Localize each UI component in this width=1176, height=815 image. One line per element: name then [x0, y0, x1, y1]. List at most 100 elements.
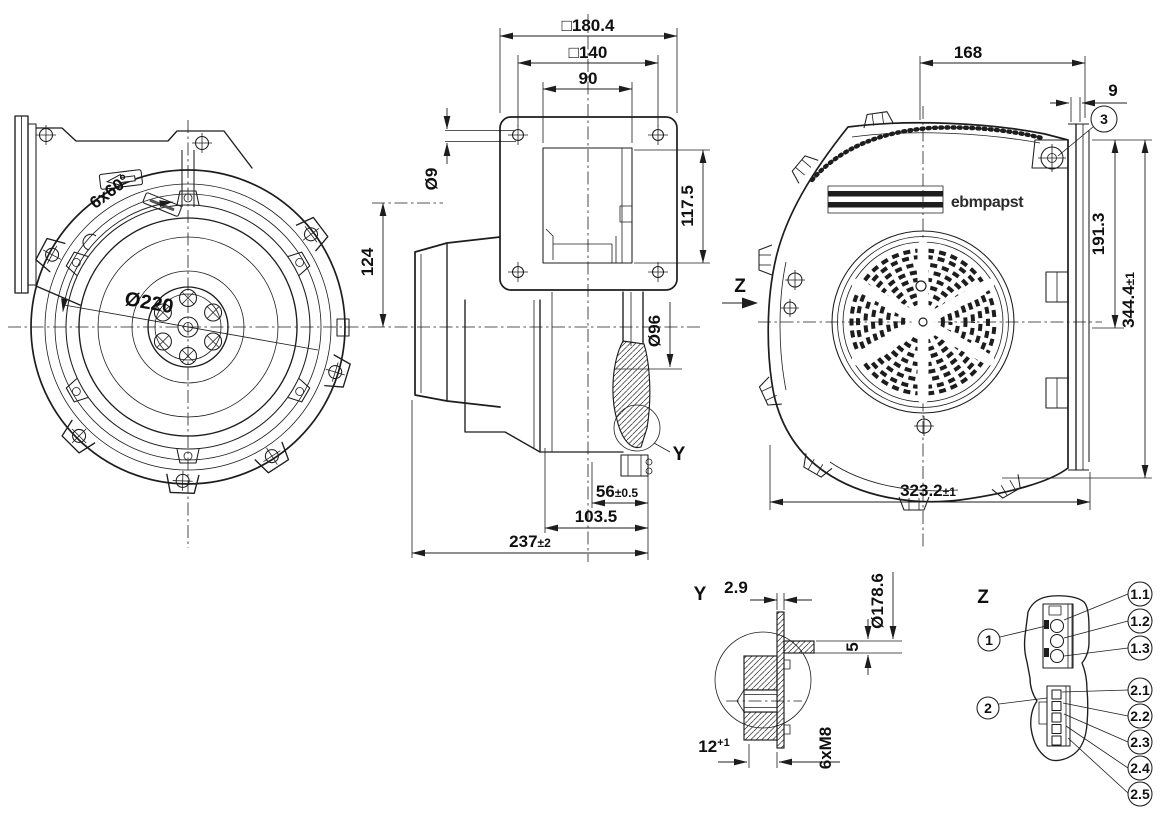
outlet-flange-section	[612, 340, 651, 449]
dim-text-flange-outer: □180.4	[562, 16, 615, 35]
pin-label-2-5: 2.5	[1130, 786, 1150, 802]
grille-spokes	[851, 240, 995, 404]
side-outlet-duct	[612, 291, 682, 477]
dim-text-outlet-dia: Ø96	[645, 315, 664, 347]
pin-label-2-3: 2.3	[1130, 734, 1150, 750]
dim-text-opening-height: 117.5	[678, 185, 697, 227]
dim-text-spigot-dia: Ø178.6	[868, 573, 887, 629]
pin-label-2-2: 2.2	[1130, 708, 1150, 724]
front-diagonal-dimension-line	[63, 304, 319, 351]
screw-icon	[36, 125, 56, 145]
side-motor-body	[464, 292, 624, 453]
back-inner-edge-top	[851, 132, 1041, 144]
back-wall-flange	[1031, 123, 1090, 471]
outlet-clamp	[620, 454, 653, 477]
pin-label-2-4: 2.4	[1130, 760, 1150, 776]
pin-label-2-1: 2.1	[1130, 682, 1150, 698]
dim-text-thread-depth: 12+1	[698, 737, 729, 756]
dim-text-hole-dia: Ø9	[422, 168, 441, 191]
dim-text-hole-pattern: 6x60°	[86, 170, 133, 212]
dim-step-depth: 103.5	[544, 448, 649, 533]
dim-text-flange-thickness: 9	[1108, 81, 1117, 100]
connector-block-1	[1042, 603, 1074, 669]
dim-thread-depth: 12+1	[698, 737, 840, 768]
connector-1-number: 1	[985, 632, 993, 648]
view-z-label: Z	[734, 276, 746, 297]
detail-z-title: Z	[977, 587, 989, 608]
back-inner-edge-left	[779, 261, 787, 391]
back-serration-band	[809, 125, 1045, 183]
callout-3-number: 3	[1100, 111, 1108, 127]
front-top-bracket	[36, 125, 212, 207]
dim-text-top-width: 168	[954, 43, 982, 62]
dim-total-width: 323.2±1	[769, 445, 1091, 510]
side-inlet-cone	[414, 236, 501, 408]
side-tab	[336, 318, 350, 337]
back-inner-edge-bottom	[829, 461, 959, 492]
dim-outlet-width: 90	[542, 69, 633, 143]
detail-y-callout: Y	[613, 404, 686, 465]
dim-hole-pattern: 6x60°	[61, 170, 173, 312]
dim-text-upper-height: 191.3	[1089, 213, 1108, 256]
dim-hole-dia: Ø9	[422, 108, 516, 190]
pin-label-1-1: 1.1	[1130, 586, 1150, 602]
detail-y: Y 2.9 Ø178.6 5 12+1 6xM8	[694, 572, 902, 769]
back-louver-slots	[827, 185, 944, 214]
dim-total-height: 344.4±1	[1002, 139, 1152, 479]
back-screws	[781, 270, 934, 436]
dim-spigot-height: 5	[790, 619, 902, 675]
pin-callouts: 1.1 1.2 1.3 2.1 2.2 2.3 2.4 2.5	[1061, 581, 1153, 807]
front-mounting-ears	[35, 216, 351, 494]
dim-upper-height: 191.3	[1089, 139, 1152, 329]
detail-y-ref-label: Y	[673, 444, 686, 465]
pin-label-1-3: 1.3	[1130, 640, 1150, 656]
connector-block-2	[1038, 685, 1071, 747]
dim-face-offset: 56±0.5	[591, 455, 649, 560]
dim-text-step-depth: 103.5	[575, 507, 618, 526]
back-housing-outline	[767, 121, 1069, 503]
callout-connector-2: 2	[976, 696, 1048, 720]
dim-text-total-height: 344.4±1	[1119, 272, 1138, 328]
view-z-arrowhead	[742, 297, 758, 309]
detail-y-title: Y	[694, 584, 707, 605]
dim-hole-centers: □140	[517, 43, 659, 126]
dim-wall-thickness: 2.9	[724, 578, 812, 610]
side-view: Y □180.4 □140 90 Ø9 117.5 124 Ø96 56±0.5	[358, 14, 710, 562]
dim-text-spigot-height: 5	[843, 642, 862, 651]
pin-label-1-2: 1.2	[1130, 613, 1150, 629]
back-rib-tabs	[758, 111, 1021, 511]
brand-logo: ebmpapst	[951, 194, 1024, 211]
view-arrow-z: Z	[722, 276, 758, 309]
connector-2-number: 2	[984, 700, 992, 716]
back-view: ebmpapst	[722, 43, 1152, 548]
grille-center-hole	[918, 317, 928, 327]
screw-icon	[192, 133, 212, 153]
dim-spigot-dia: Ø178.6	[816, 572, 902, 642]
grille-small-hole	[915, 280, 927, 292]
dim-text-total-depth: 237±2	[509, 532, 551, 551]
dim-top-width: 168	[919, 43, 1086, 120]
back-inlet-grille	[831, 230, 1015, 414]
screw-icon	[1038, 144, 1066, 172]
dim-text-total-width: 323.2±1	[900, 481, 956, 500]
label-plate	[142, 192, 182, 217]
dim-flange-outer: □180.4	[499, 16, 678, 113]
dim-text-thread-spec: 6xM8	[816, 727, 835, 770]
side-mounting-flange	[499, 116, 678, 291]
callout-3: 3	[1057, 105, 1118, 157]
dim-flange-thickness: 9	[1050, 81, 1127, 122]
dim-outlet-dia: Ø96	[645, 302, 674, 368]
dim-text-face-offset: 56±0.5	[596, 482, 639, 501]
detail-z: Z 1 2 1.1	[976, 581, 1153, 807]
detail-y-section	[726, 611, 815, 749]
flange-bolt-holes	[508, 125, 668, 282]
front-view: 6x60° Ø220	[8, 115, 372, 548]
dim-axis-height: 124	[358, 202, 387, 328]
rotation-direction-icon	[98, 169, 143, 190]
dim-text-hole-centers: □140	[569, 43, 608, 62]
front-outlet-flange	[14, 115, 253, 306]
dim-text-wall: 2.9	[724, 578, 748, 597]
callout-connector-1: 1	[977, 625, 1047, 652]
